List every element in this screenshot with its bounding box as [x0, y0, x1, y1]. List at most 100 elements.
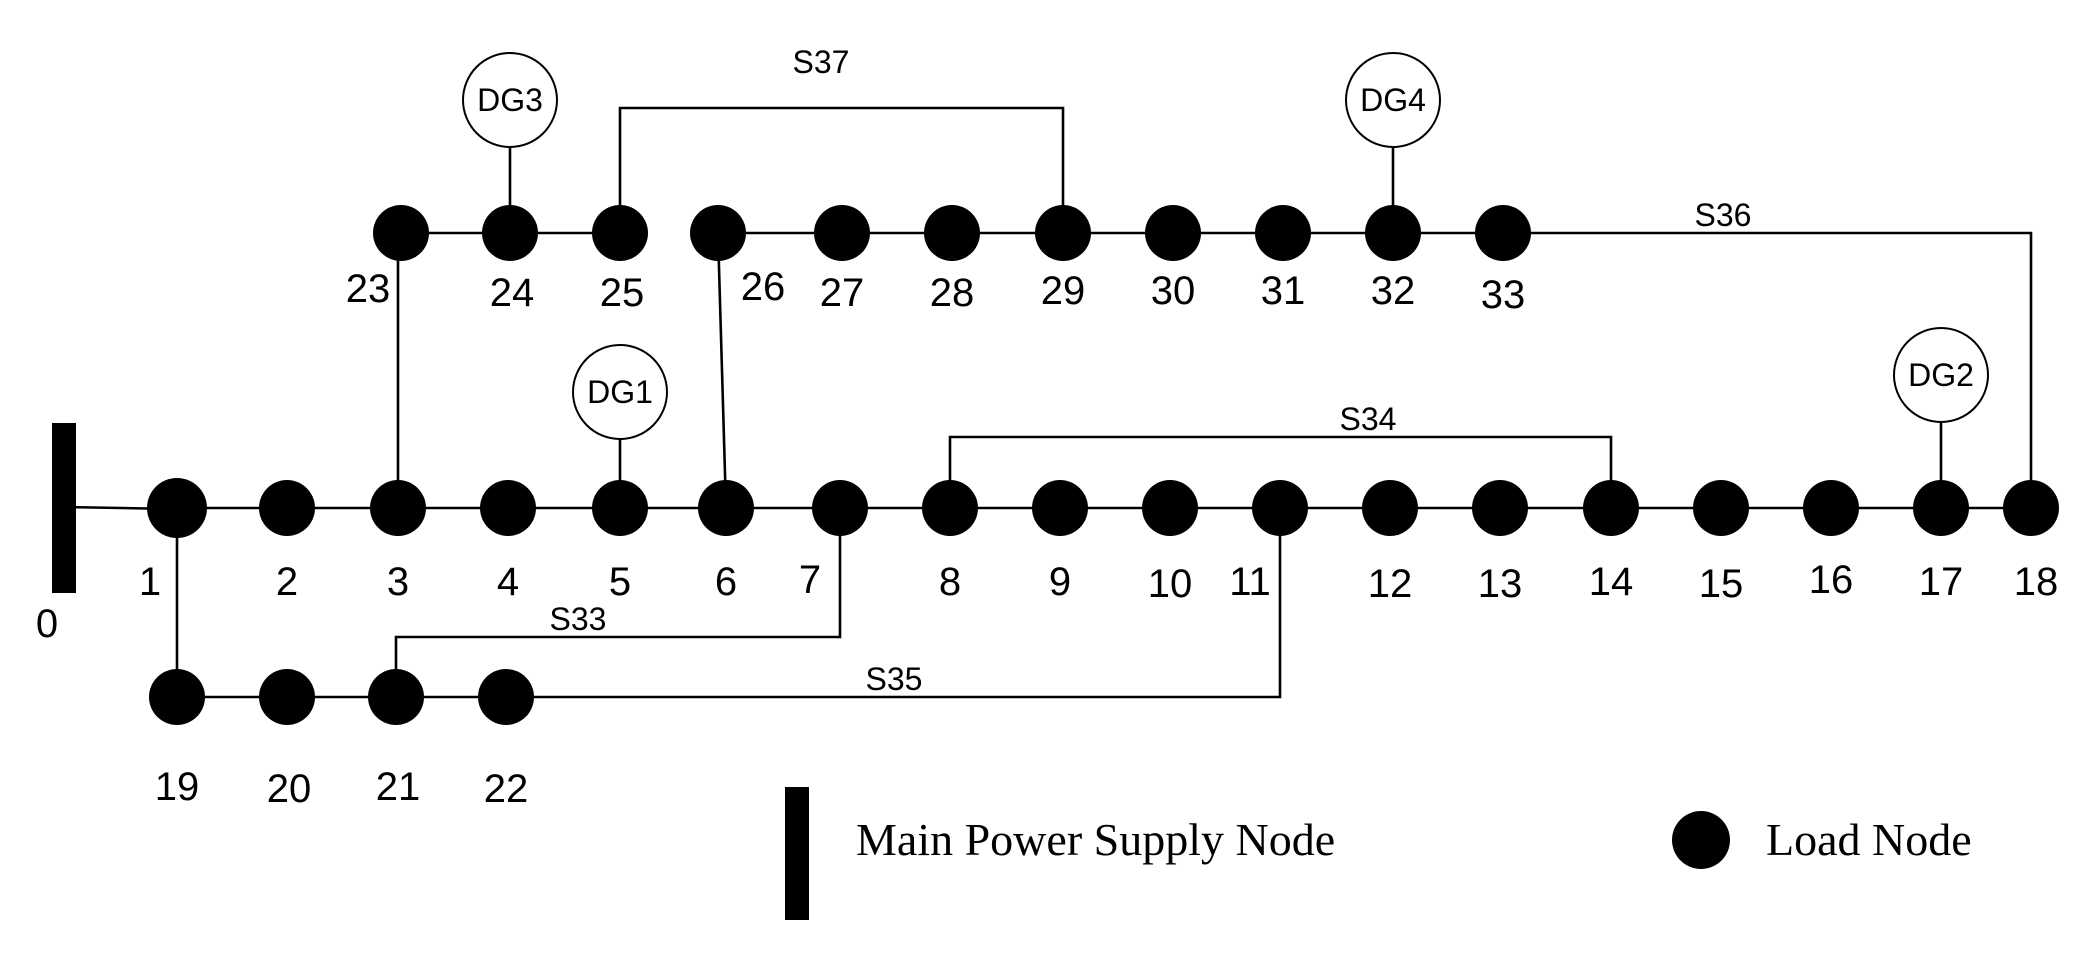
legend: Main Power Supply Node Load Node — [785, 787, 1972, 920]
legend-load-symbol — [1672, 811, 1730, 869]
tie-switch-s36-label: S36 — [1695, 197, 1752, 233]
node-label-25: 25 — [600, 271, 645, 315]
load-node-17 — [1913, 480, 1969, 536]
load-node-11 — [1252, 480, 1308, 536]
tie-switch-s33-label: S33 — [550, 601, 607, 637]
dg1-label: DG1 — [587, 374, 653, 410]
node-label-15: 15 — [1699, 562, 1744, 606]
node-label-26: 26 — [741, 265, 786, 309]
node-label-4: 4 — [497, 560, 519, 604]
node-label-3: 3 — [387, 560, 409, 604]
load-node-10 — [1142, 480, 1198, 536]
legend-load-label: Load Node — [1766, 814, 1972, 865]
legend-supply-label: Main Power Supply Node — [856, 814, 1335, 865]
node-label-29: 29 — [1041, 269, 1086, 313]
load-node-8 — [922, 480, 978, 536]
node-label-13: 13 — [1478, 562, 1523, 606]
load-node-24 — [482, 205, 538, 261]
node-label-21: 21 — [376, 765, 421, 809]
tie-switch-s33-line — [394, 508, 842, 697]
load-node-12 — [1362, 480, 1418, 536]
load-node-31 — [1255, 205, 1311, 261]
load-node-3 — [370, 480, 426, 536]
node-label-1: 1 — [139, 560, 161, 604]
node-label-28: 28 — [930, 271, 975, 315]
main-power-supply-node — [52, 423, 76, 593]
tie-switch-s34-line — [948, 435, 1613, 508]
load-node-23 — [373, 205, 429, 261]
load-node-2 — [259, 480, 315, 536]
tie-switch-s34-label: S34 — [1340, 401, 1397, 437]
node-label-16: 16 — [1809, 558, 1854, 602]
load-node-13 — [1472, 480, 1528, 536]
node-label-23: 23 — [346, 267, 391, 311]
load-node-32 — [1365, 205, 1421, 261]
load-node-6 — [698, 480, 754, 536]
load-node-18 — [2003, 480, 2059, 536]
load-node-7 — [812, 480, 868, 536]
node-label-12: 12 — [1368, 562, 1413, 606]
node-label-18: 18 — [2014, 560, 2059, 604]
node-label-30: 30 — [1151, 269, 1196, 313]
load-node-19 — [149, 669, 205, 725]
node-label-19: 19 — [155, 765, 200, 809]
load-node-4 — [480, 480, 536, 536]
node-label-32: 32 — [1371, 269, 1416, 313]
node-label-27: 27 — [820, 271, 865, 315]
node-label-14: 14 — [1589, 560, 1634, 604]
dg4-label: DG4 — [1360, 82, 1426, 118]
load-node-16 — [1803, 480, 1859, 536]
upper-lateral-nodes — [373, 205, 1531, 261]
tie-switch-s36-line — [1505, 231, 2033, 508]
node-label-9: 9 — [1049, 560, 1071, 604]
tie-switch-labels: S33 S34 S35 S36 S37 — [550, 44, 1752, 697]
node-label-20: 20 — [267, 767, 312, 811]
node-label-8: 8 — [939, 560, 961, 604]
dg3-label: DG3 — [477, 82, 543, 118]
load-node-9 — [1032, 480, 1088, 536]
node-label-5: 5 — [609, 560, 631, 604]
node-label-17: 17 — [1919, 560, 1964, 604]
dg2-circle — [1893, 327, 1989, 423]
load-node-30 — [1145, 205, 1201, 261]
node-label-31: 31 — [1261, 269, 1306, 313]
load-node-22 — [478, 669, 534, 725]
load-node-14 — [1583, 480, 1639, 536]
tie-switch-lines — [394, 106, 2033, 699]
load-node-25 — [592, 205, 648, 261]
tie-switch-s37-label: S37 — [793, 44, 850, 80]
dg3-circle — [462, 52, 558, 148]
load-node-28 — [924, 205, 980, 261]
tie-switch-s37-line — [618, 106, 1065, 233]
dg2-label: DG2 — [1908, 357, 1974, 393]
load-node-33 — [1475, 205, 1531, 261]
load-node-20 — [259, 669, 315, 725]
node-label-7: 7 — [799, 558, 821, 602]
lateral-19-22-nodes — [149, 669, 534, 725]
dg1-circle — [572, 344, 668, 440]
load-node-26 — [690, 205, 746, 261]
load-node-1 — [147, 478, 207, 538]
node-label-24: 24 — [490, 271, 535, 315]
node-number-labels: 1 2 3 4 5 6 7 8 9 10 11 12 13 14 15 16 1… — [139, 265, 2058, 811]
dg4-circle — [1345, 52, 1441, 148]
node-label-22: 22 — [484, 767, 529, 811]
load-node-21 — [368, 669, 424, 725]
load-node-15 — [1693, 480, 1749, 536]
legend-supply-symbol — [785, 787, 809, 920]
node-label-33: 33 — [1481, 273, 1526, 317]
supply-node-label: 0 — [36, 602, 58, 646]
node-label-6: 6 — [715, 560, 737, 604]
node-label-11: 11 — [1229, 560, 1271, 604]
node-label-2: 2 — [276, 560, 298, 604]
tie-switch-s35-line — [506, 508, 1282, 699]
main-feeder-nodes — [147, 478, 2059, 538]
node-label-10: 10 — [1148, 562, 1193, 606]
load-node-27 — [814, 205, 870, 261]
load-node-5 — [592, 480, 648, 536]
tie-switch-s35-label: S35 — [866, 661, 923, 697]
branch-6-26-line — [716, 232, 728, 509]
load-node-29 — [1035, 205, 1091, 261]
distributed-generators: DG1 DG2 DG3 DG4 — [462, 52, 1989, 440]
